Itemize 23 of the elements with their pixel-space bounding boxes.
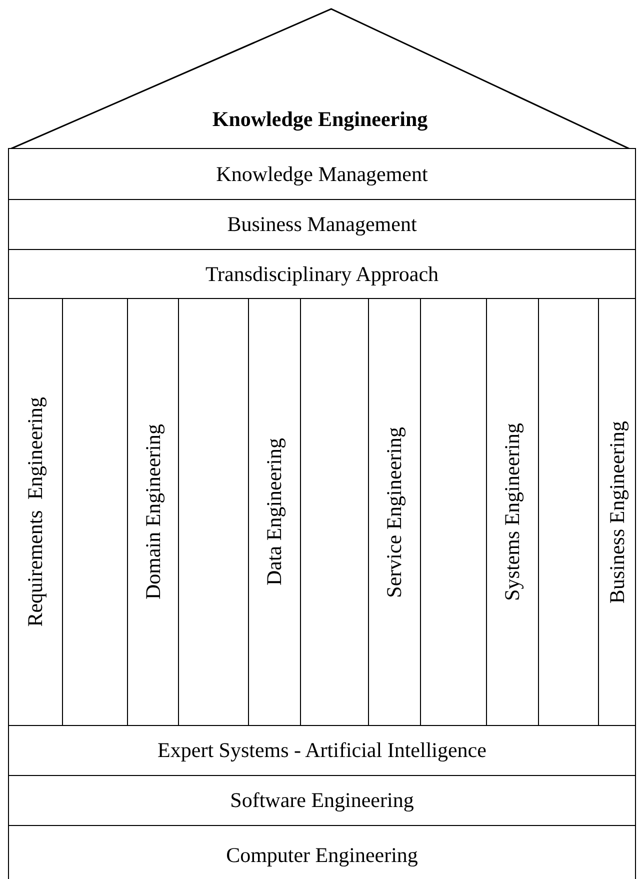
band-box — [8, 825, 636, 879]
pillar-label: Domain Engineering — [140, 424, 166, 600]
pillar-box — [248, 298, 301, 726]
pillar-box — [368, 298, 421, 726]
band-label: Computer Engineering — [226, 842, 418, 868]
pillar-label: Business Engineering — [604, 420, 630, 604]
band-box — [8, 725, 636, 776]
band-label: Business Management — [227, 212, 417, 237]
band-box — [8, 199, 636, 250]
band-box — [8, 249, 636, 299]
band-box — [8, 775, 636, 826]
band-label: Transdisciplinary Approach — [205, 262, 439, 286]
band-box — [8, 148, 636, 200]
pillar-label: Systems Engineering — [500, 423, 525, 601]
band-label: Expert Systems - Artificial Intelligence — [158, 738, 486, 763]
pillar-label: Requirements Engineering — [23, 397, 48, 627]
roof-title: Knowledge Engineering — [212, 107, 428, 132]
pillar-label: Service Engineering — [382, 426, 407, 598]
band-label: Software Engineering — [230, 788, 414, 813]
pillar-box — [486, 298, 539, 726]
pillar-box — [127, 298, 179, 726]
pillar-label: Data Engineering — [262, 438, 287, 586]
band-label: Knowledge Management — [216, 162, 428, 186]
